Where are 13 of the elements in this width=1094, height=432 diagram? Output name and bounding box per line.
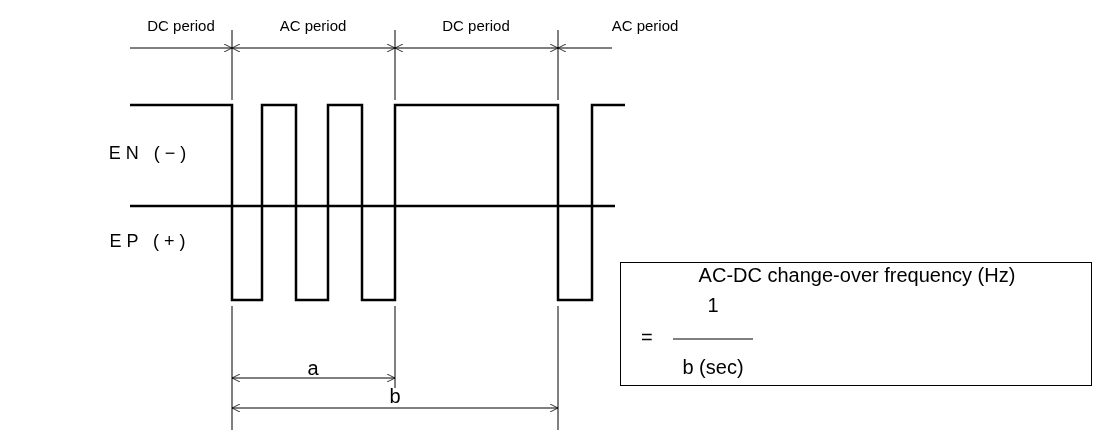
equals-sign: = [641, 327, 653, 347]
numerator: 1 [707, 295, 719, 315]
polarity-label: EP (+) [109, 232, 191, 250]
period-label: AC period [279, 18, 347, 33]
dimension-label: b [389, 386, 401, 406]
dimension-label: a [307, 358, 319, 378]
formula-box [620, 262, 1092, 386]
formula-heading: AC-DC change-over frequency (Hz) [698, 265, 1016, 285]
period-label: DC period [147, 18, 215, 33]
period-label: AC period [611, 18, 679, 33]
polarity-label: EN (−) [108, 144, 192, 162]
denominator: b (sec) [682, 357, 744, 377]
period-label: DC period [442, 18, 510, 33]
